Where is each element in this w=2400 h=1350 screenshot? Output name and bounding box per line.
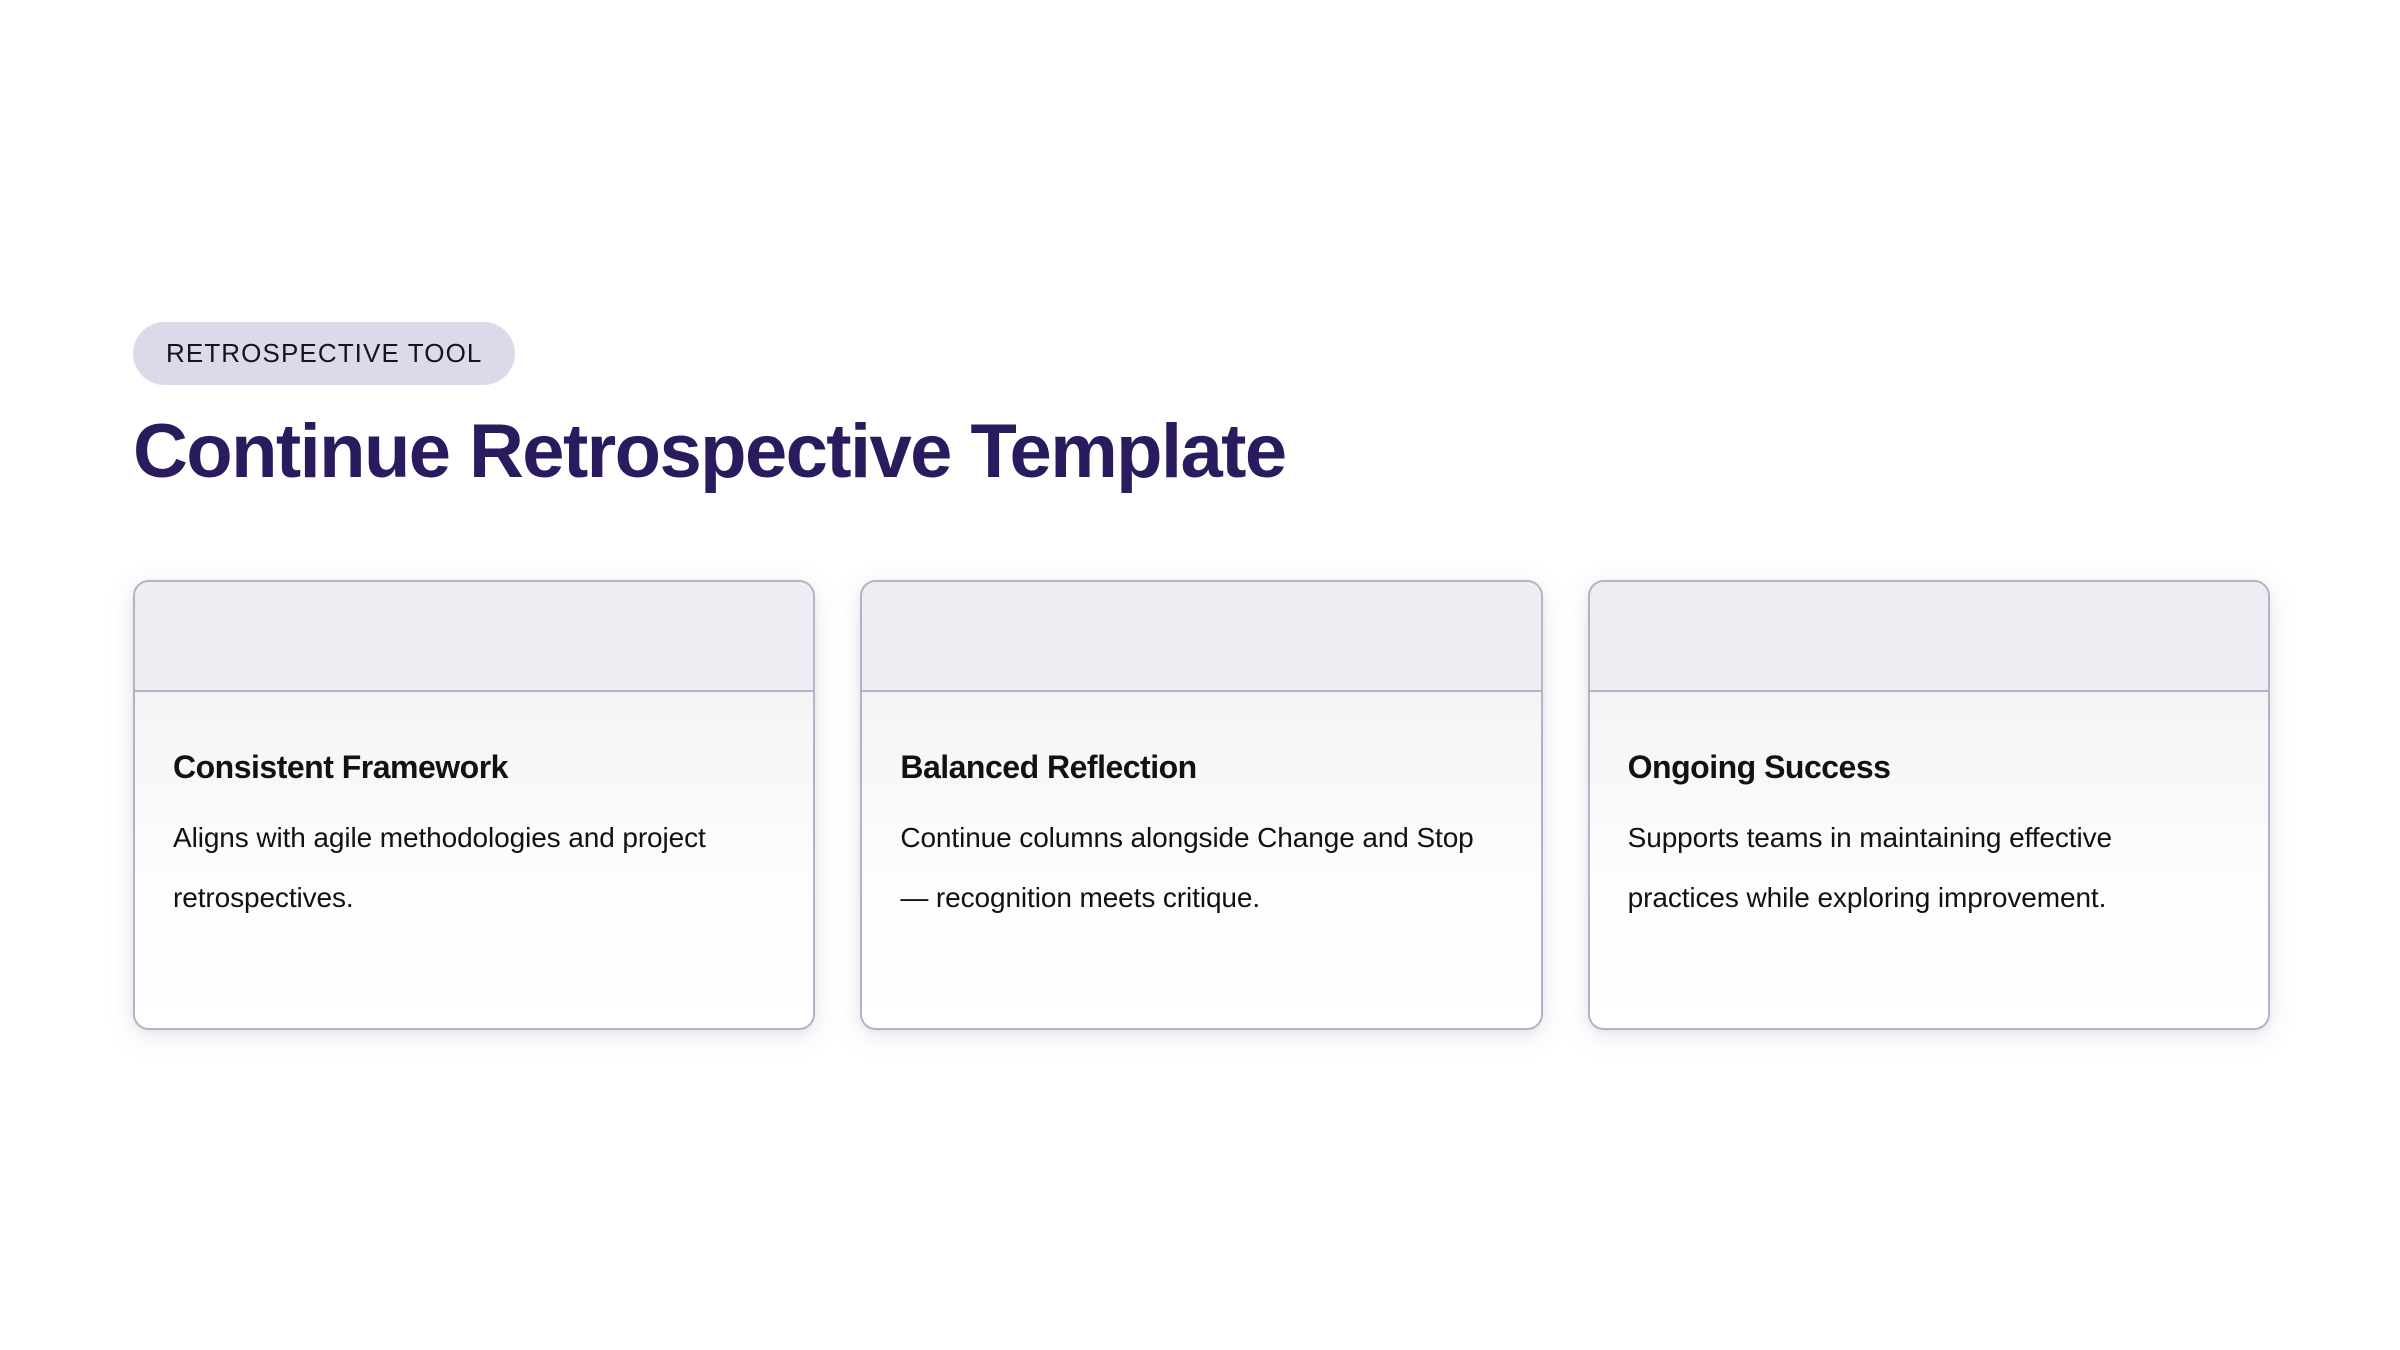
- page-header: RETROSPECTIVE TOOL Continue Retrospectiv…: [133, 322, 2273, 495]
- card-media-placeholder: [862, 582, 1541, 692]
- card-media-placeholder: [135, 582, 814, 692]
- card-body: Ongoing Success Supports teams in mainta…: [1589, 692, 2268, 1028]
- card-title: Ongoing Success: [1627, 749, 1891, 785]
- card-title: Consistent Framework: [173, 749, 508, 785]
- page-title: Continue Retrospective Template: [133, 409, 1287, 494]
- card-description: Continue columns alongside Change and St…: [900, 822, 1474, 913]
- feature-card[interactable]: Ongoing Success Supports teams in mainta…: [1587, 580, 2270, 1030]
- card-media-placeholder: [1589, 582, 2268, 692]
- card-title: Balanced Reflection: [900, 749, 1197, 785]
- feature-cards-row: Consistent Framework Aligns with agile m…: [133, 580, 2270, 1030]
- feature-card[interactable]: Balanced Reflection Continue columns alo…: [860, 580, 1543, 1030]
- card-description: Aligns with agile methodologies and proj…: [173, 822, 706, 913]
- card-body: Balanced Reflection Continue columns alo…: [862, 692, 1541, 1028]
- eyebrow-badge: RETROSPECTIVE TOOL: [133, 322, 516, 385]
- card-body: Consistent Framework Aligns with agile m…: [135, 692, 814, 1028]
- feature-card[interactable]: Consistent Framework Aligns with agile m…: [133, 580, 816, 1030]
- card-description: Supports teams in maintaining effective …: [1627, 822, 2112, 913]
